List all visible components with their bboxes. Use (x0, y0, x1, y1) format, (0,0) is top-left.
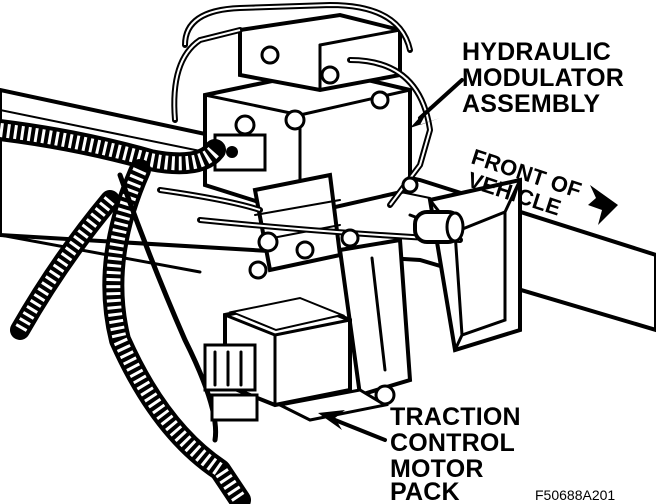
traction-control-motor-pack-label: TRACTION CONTROL MOTOR PACK (390, 403, 521, 504)
svg-text:HYDRAULIC: HYDRAULIC (462, 38, 611, 66)
svg-text:MOTOR: MOTOR (390, 455, 484, 483)
figure-code: F50688A201 (535, 487, 615, 503)
wiring-harness (0, 119, 251, 504)
svg-text:CONTROL: CONTROL (390, 429, 515, 457)
traction-control-motor-pack (203, 296, 390, 422)
svg-text:ASSEMBLY: ASSEMBLY (462, 90, 600, 118)
brake-lines (157, 2, 465, 280)
svg-text:TRACTION: TRACTION (390, 403, 521, 431)
front-of-vehicle-arrow (588, 185, 618, 225)
hydraulic-leader-arrow (410, 78, 464, 128)
traction-leader-arrow (318, 410, 387, 442)
svg-text:PACK: PACK (390, 478, 460, 504)
svg-text:MODULATOR: MODULATOR (462, 64, 624, 92)
hydraulic-modulator-label: HYDRAULIC MODULATOR ASSEMBLY (462, 38, 624, 118)
